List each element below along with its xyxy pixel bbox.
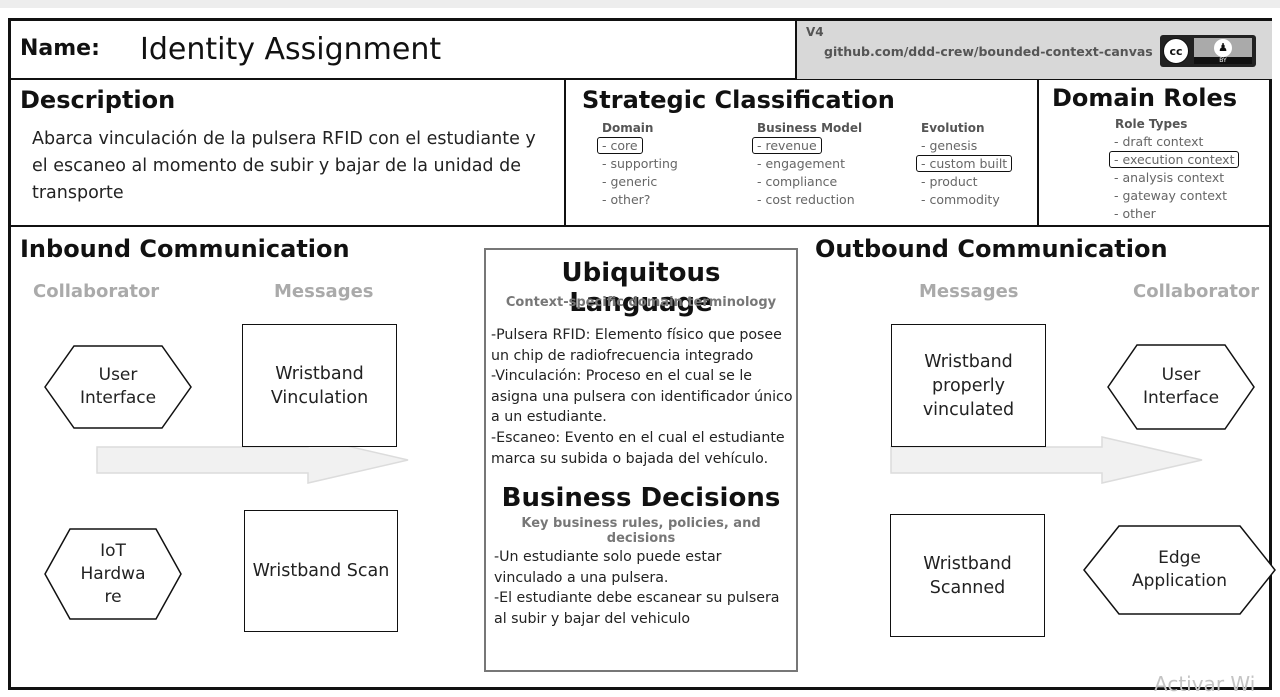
name-label: Name: — [20, 36, 100, 61]
evolution-item-custom-built: - custom built — [916, 155, 1013, 172]
outbound-message-wristband-scanned: Wristband Scanned — [890, 514, 1045, 637]
outbound-flow-arrow — [890, 436, 1203, 484]
business-model-item-compliance: - compliance — [757, 174, 838, 189]
evolution-item-product: - product — [921, 174, 978, 189]
ubiquitous-language-terms: -Pulsera RFID: Elemento físico que posee… — [491, 325, 793, 469]
ubiquitous-language-subtitle: Context-specific domain terminology — [505, 295, 777, 310]
business-decisions-rules: -Un estudiante solo puede estar vinculad… — [494, 547, 794, 629]
role-item-analysis: - analysis context — [1114, 170, 1225, 185]
inbound-collaborator-iot-hardware: IoT Hardwa re — [44, 528, 182, 620]
creative-commons-badge: cc ♟ BY — [1160, 35, 1256, 67]
business-model-list: - revenue - engagement - compliance - co… — [752, 137, 855, 209]
context-name: Identity Assignment — [140, 32, 442, 67]
cc-icon: cc — [1163, 38, 1189, 64]
by-label: BY — [1194, 57, 1252, 64]
outbound-collaborator-edge-application: Edge Application — [1083, 525, 1276, 615]
inbound-message-wristband-vinculation: Wristband Vinculation — [242, 324, 397, 447]
ubiquitous-language-panel — [484, 248, 798, 672]
outbound-messages-header: Messages — [919, 281, 1019, 302]
divider-header — [11, 78, 1269, 80]
outbound-message-wristband-properly-vinculated: Wristband properly vinculated — [891, 324, 1046, 447]
activation-watermark: Activar Wi — [1154, 672, 1256, 696]
evolution-header: Evolution — [921, 121, 985, 135]
evolution-list: - genesis - custom built - product - com… — [916, 137, 1013, 209]
rule-item: -El estudiante debe escanear su pulsera … — [494, 590, 780, 627]
role-item-other: - other — [1114, 206, 1156, 221]
inbound-title: Inbound Communication — [20, 235, 350, 263]
inbound-collaborator-header: Collaborator — [33, 281, 160, 302]
role-item-draft: - draft context — [1114, 134, 1204, 149]
divider-strategic — [1037, 79, 1039, 226]
domain-header: Domain — [602, 121, 654, 135]
term-item: -Vinculación: Proceso en el cual se le a… — [491, 368, 793, 426]
business-model-header: Business Model — [757, 121, 863, 135]
domain-item-core: - core — [597, 137, 643, 154]
domain-list: - core - supporting - generic - other? — [597, 137, 678, 209]
domain-item-other: - other? — [602, 192, 651, 207]
role-types-header: Role Types — [1115, 117, 1188, 131]
business-decisions-title: Business Decisions — [501, 483, 781, 513]
outbound-collaborator-user-interface: User Interface — [1107, 344, 1255, 430]
outbound-collaborator-label: User Interface — [1142, 365, 1220, 408]
top-strip — [0, 0, 1280, 8]
evolution-item-genesis: - genesis — [921, 138, 978, 153]
business-decisions-subtitle: Key business rules, policies, and decisi… — [521, 516, 761, 546]
evolution-item-commodity: - commodity — [921, 192, 1000, 207]
business-model-item-revenue: - revenue — [752, 137, 822, 154]
domain-item-generic: - generic — [602, 174, 658, 189]
inbound-collaborator-label: User Interface — [79, 365, 157, 408]
rule-item: -Un estudiante solo puede estar vinculad… — [494, 549, 722, 586]
term-item: -Escaneo: Evento en el cual el estudiant… — [491, 429, 785, 467]
ubiquitous-language-title: Ubiquitous Language — [561, 258, 721, 318]
license-link[interactable]: github.com/ddd-crew/bounded-context-canv… — [824, 44, 1153, 59]
role-types-list: - draft context - execution context - an… — [1109, 133, 1240, 223]
term-item: -Pulsera RFID: Elemento físico que posee… — [491, 327, 782, 364]
role-item-gateway: - gateway context — [1114, 188, 1228, 203]
outbound-collaborator-header: Collaborator — [1133, 281, 1260, 302]
description-title: Description — [20, 86, 176, 114]
strategic-classification-title: Strategic Classification — [582, 86, 895, 114]
domain-roles-title: Domain Roles — [1052, 84, 1238, 112]
domain-item-supporting: - supporting — [602, 156, 678, 171]
by-block: ♟ BY — [1194, 38, 1252, 64]
inbound-collaborator-label: IoT Hardwa re — [80, 540, 146, 607]
description-text: Abarca vinculación de la pulsera RFID co… — [32, 129, 536, 203]
inbound-collaborator-user-interface: User Interface — [44, 345, 192, 429]
inbound-messages-header: Messages — [274, 281, 374, 302]
outbound-collaborator-label: Edge Application — [1132, 548, 1227, 591]
role-item-execution: - execution context — [1109, 151, 1240, 168]
outbound-title: Outbound Communication — [815, 235, 1168, 263]
business-model-item-cost-reduction: - cost reduction — [757, 192, 855, 207]
divider-name-license — [795, 21, 797, 79]
person-icon: ♟ — [1214, 39, 1232, 57]
inbound-message-wristband-scan: Wristband Scan — [244, 510, 398, 632]
divider-description — [564, 79, 566, 226]
business-model-item-engagement: - engagement — [757, 156, 846, 171]
version-label: V4 — [806, 25, 824, 39]
divider-top-row — [11, 225, 1269, 227]
